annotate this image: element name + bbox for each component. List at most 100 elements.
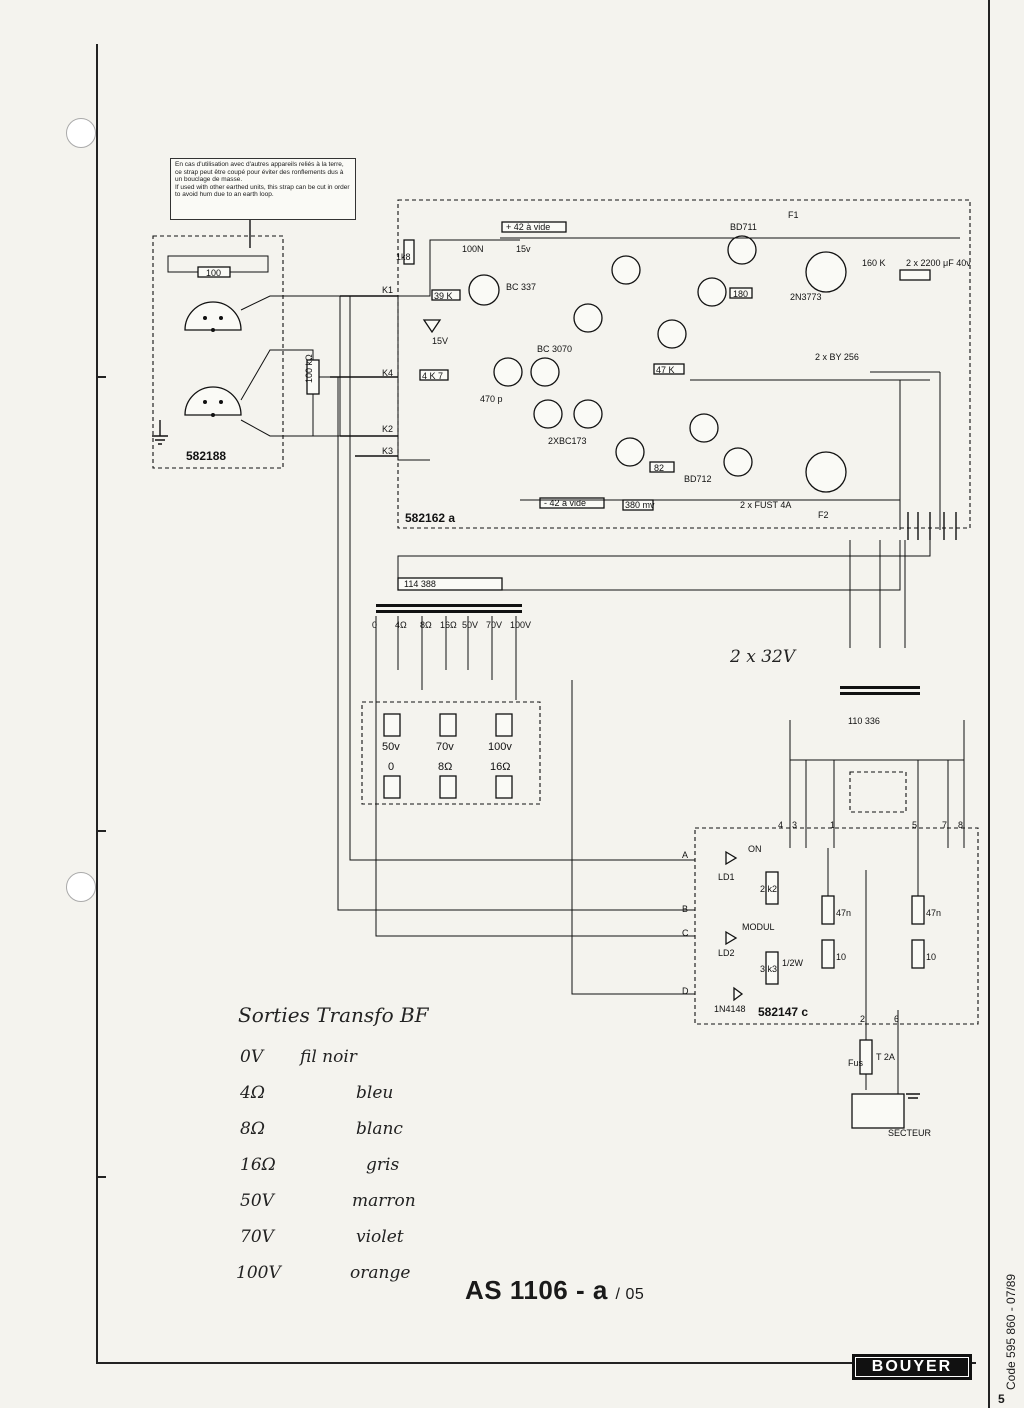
rail-neg-box: [539, 497, 605, 509]
r39k-label: 39 K: [434, 291, 453, 301]
terminal-70v-label: 70v: [436, 741, 454, 753]
ld1-label: LD1: [718, 872, 735, 882]
hw-color-2: blanc: [356, 1119, 403, 1139]
transformer-feed: [397, 540, 931, 591]
transistor-bd711: [727, 235, 757, 265]
mains-transformer-label: 110 336: [848, 716, 880, 726]
model-number-suffix: / 05: [615, 1286, 645, 1303]
r39k-resistor: [431, 289, 461, 301]
din-pin: [203, 400, 207, 404]
zener-z6: [422, 319, 442, 334]
on-label: ON: [748, 844, 762, 854]
handwritten-title: Sorties Transfo BF: [238, 1003, 430, 1027]
c1-label: 47n: [836, 908, 851, 918]
hw-value-4: 50V: [240, 1191, 276, 1211]
din-wiring: [240, 295, 283, 437]
transistor-t11: [657, 319, 687, 349]
input-resistor-label: 100: [206, 268, 221, 278]
model-number: AS 1106 - a / 05: [465, 1275, 644, 1306]
page-number: 5: [998, 1392, 1005, 1406]
transistor-bd712-out: [723, 447, 753, 477]
mains-leads: [827, 848, 919, 1110]
hw-value-5: 70V: [240, 1227, 276, 1247]
f1-label: F1: [788, 210, 799, 220]
transistor-t10: [615, 437, 645, 467]
rail-neg-label: - 42 à vide: [544, 498, 586, 508]
mains-plug: [851, 1093, 905, 1129]
transistor-bc337: [468, 274, 500, 306]
hw-color-1: bleu: [356, 1083, 393, 1103]
r6-resistor: [419, 369, 449, 381]
modul-label: MODUL: [742, 922, 775, 932]
r82-resistor: [649, 461, 675, 473]
tap-100v: 100V: [510, 620, 531, 630]
d1-label: 1N4148: [714, 1004, 746, 1014]
terminal-8ohm: [439, 775, 457, 799]
q2n3773-label: 2N3773: [790, 292, 822, 302]
tap-0: 0: [372, 620, 377, 630]
din-socket-lower: [184, 386, 242, 416]
c2-capacitor: [911, 895, 925, 925]
transistor-t13: [697, 277, 727, 307]
diode-d1: [733, 986, 744, 1002]
c2-label: 47n: [926, 908, 941, 918]
tap-70v: 70V: [486, 620, 502, 630]
mains-fuse: [859, 1039, 873, 1075]
r82-label: 82: [654, 463, 664, 473]
board-interconnect: [330, 295, 398, 457]
f2-label: F2: [818, 510, 829, 520]
r25-resistor: [729, 287, 753, 299]
hw-color-6: orange: [350, 1263, 410, 1283]
power-board-label: 582147 c: [758, 1005, 808, 1019]
bc307-label: BC 3070: [537, 344, 572, 354]
terminal-100v-label: 100v: [488, 741, 512, 753]
terminal-0-label: 0: [388, 761, 394, 773]
terminal-100v: [495, 713, 513, 737]
terminal-0: [383, 775, 401, 799]
indicator-wiring: [337, 296, 695, 995]
r4-label: 10: [926, 952, 936, 962]
r2-label: 3 k3: [760, 964, 777, 974]
mains-label: SECTEUR: [888, 1128, 932, 1138]
bus-pin-4: 4: [778, 820, 783, 830]
v380-label: 380 mv: [625, 500, 655, 510]
pair-label: 2XBC173: [548, 436, 587, 446]
punch-hole: [66, 118, 96, 148]
din-socket-upper: [184, 301, 242, 331]
bd711-label: BD711: [730, 222, 757, 232]
fuse-rating-label: T 2A: [876, 1052, 895, 1062]
brand-logo: BOUYER: [852, 1354, 972, 1380]
c470p-label: 470 p: [480, 394, 503, 404]
amp-board-outline: [397, 199, 971, 529]
r9-resistor: [403, 239, 415, 265]
tap-8ohm: 8Ω: [420, 620, 432, 630]
hw-color-0: fil noir: [298, 1047, 358, 1067]
r1-label: 2 k2: [760, 884, 777, 894]
mains-ground: [906, 1093, 920, 1099]
rail-pos-box: [501, 221, 567, 233]
strap-note: En cas d'utilisation avec d'autres appar…: [170, 158, 356, 220]
model-number-main: AS 1106 - a: [465, 1275, 608, 1305]
output-transformer-label: 114 388: [404, 579, 436, 589]
switch-bus: [789, 720, 965, 848]
output-transformer-core: [376, 604, 522, 607]
input-wiring: [283, 295, 341, 437]
fus-label: Fus: [848, 1058, 864, 1068]
point-c: C: [682, 928, 689, 938]
hw-value-2: 8Ω: [240, 1119, 265, 1139]
ground-symbol: [152, 435, 168, 445]
connector-k4: K4: [382, 368, 393, 378]
r6-label: 4 K 7: [422, 371, 443, 381]
bus-pin-3: 3: [792, 820, 797, 830]
terminal-16ohm-label: 16Ω: [490, 761, 510, 773]
led-ld1: [725, 850, 738, 866]
supply-cap-label: 2 x 2200 μF 40v: [906, 258, 971, 268]
transistor-t7: [533, 399, 563, 429]
transistor-t5: [493, 357, 523, 387]
c100n-label: 100N: [462, 244, 484, 254]
r1-resistor: [765, 871, 779, 905]
transistor-2n3773-top: [805, 251, 847, 293]
terminal-8ohm-label: 8Ω: [438, 761, 452, 773]
